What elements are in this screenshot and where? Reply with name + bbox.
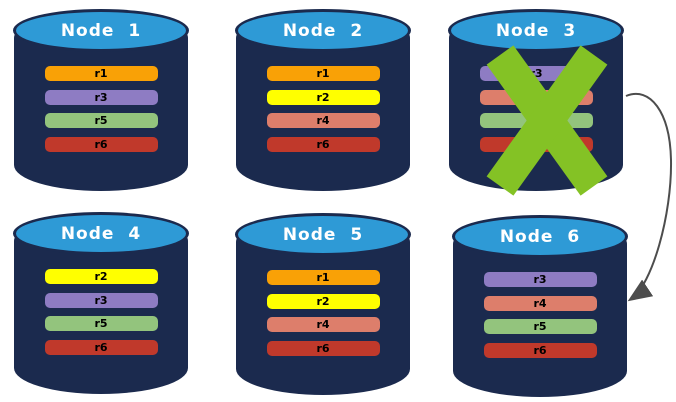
replica-label: r1 [316,271,330,284]
replica-label: r5 [533,320,547,333]
node-5-title: Node 5 [282,224,364,245]
node-5-cylinder: Node 5 r1 r2 r4 r6 [235,213,411,395]
node-1-title: Node 1 [60,20,142,41]
replica-bar-r4: r4 [483,295,597,311]
node-6-cylinder-body [453,236,627,397]
replica-bar-r4: r4 [266,113,380,128]
replica-bar-r3: r3 [44,292,158,308]
replica-bar-r1: r1 [266,66,380,81]
replica-bar-r5: r5 [483,319,597,334]
replica-label: r4 [316,114,330,127]
replica-label: r6 [94,137,108,151]
replica-label: r5 [94,114,108,127]
replica-bar-r1: r1 [266,270,380,285]
node-6-cylinder: Node 6 r3 r4 r5 r6 [452,215,628,397]
node-4-cylinder-top: Node 4 [13,212,189,255]
node-4-cylinder: Node 4 r2 r3 r5 r6 [13,212,189,394]
replica-bar-r2: r2 [266,293,380,309]
replica-bar-r4: r4 [479,89,593,105]
replica-bar-r1: r1 [44,66,158,81]
node-6-cylinder-top: Node 6 [452,215,628,258]
node-3-title: Node 3 [495,20,577,41]
node-6-replica-list: r3 r4 r5 r6 [452,272,628,358]
replica-label: r3 [94,293,108,307]
replica-label: r3 [94,90,108,104]
node-4-cylinder-body [14,233,188,394]
replica-label: r2 [316,294,330,308]
node-6-title: Node 6 [499,226,581,247]
node-4-replica-list: r2 r3 r5 r6 [13,269,189,355]
node-2-cylinder-body [236,30,410,191]
replica-label: r6 [533,343,547,357]
replica-label: r6 [529,137,543,151]
replica-label: r6 [94,340,108,354]
replica-label: r5 [94,317,108,330]
replica-label: r5 [529,114,543,127]
replica-bar-r6: r6 [266,136,380,152]
replica-bar-r3: r3 [479,66,593,81]
node-2-replica-list: r1 r2 r4 r6 [235,66,411,152]
replica-label: r4 [316,318,330,331]
replica-label: r3 [529,67,543,80]
node-2-title: Node 2 [282,20,364,41]
replica-bar-r6: r6 [44,339,158,355]
replica-bar-r3: r3 [44,89,158,105]
replica-bar-r6: r6 [483,342,597,358]
node-1-replica-list: r1 r3 r5 r6 [13,66,189,152]
replica-bar-r2: r2 [44,269,158,284]
replica-label: r1 [94,67,108,80]
replica-label: r6 [316,137,330,151]
node-3-cylinder-top: Node 3 [448,9,624,52]
replica-label: r2 [94,270,108,283]
node-5-replica-list: r1 r2 r4 r6 [235,270,411,356]
node-2-cylinder-top: Node 2 [235,9,411,52]
node-3-replica-list: r3 r4 r5 r6 [448,66,624,152]
replica-bar-r5: r5 [44,113,158,128]
node-2-cylinder: Node 2 r1 r2 r4 r6 [235,9,411,191]
reroute-arrow [625,93,673,302]
replica-label: r6 [316,341,330,355]
replica-label: r4 [533,296,547,310]
replica-bar-r2: r2 [266,89,380,105]
node-1-cylinder-top: Node 1 [13,9,189,52]
node-3-cylinder: Node 3 r3 r4 r5 r6 [448,9,624,191]
replica-bar-r6: r6 [266,340,380,356]
replica-label: r1 [316,67,330,80]
replica-bar-r3: r3 [483,272,597,287]
replica-label: r4 [529,90,543,104]
node-1-cylinder-body [14,30,188,191]
replica-bar-r5: r5 [479,113,593,128]
replica-label: r3 [533,273,547,286]
replica-bar-r6: r6 [479,136,593,152]
replica-bar-r5: r5 [44,316,158,331]
replica-bar-r4: r4 [266,317,380,332]
replica-label: r2 [316,90,330,104]
replica-bar-r6: r6 [44,136,158,152]
node-4-title: Node 4 [60,223,142,244]
node-5-cylinder-body [236,234,410,395]
node-5-cylinder-top: Node 5 [235,213,411,256]
node-1-cylinder: Node 1 r1 r3 r5 r6 [13,9,189,191]
